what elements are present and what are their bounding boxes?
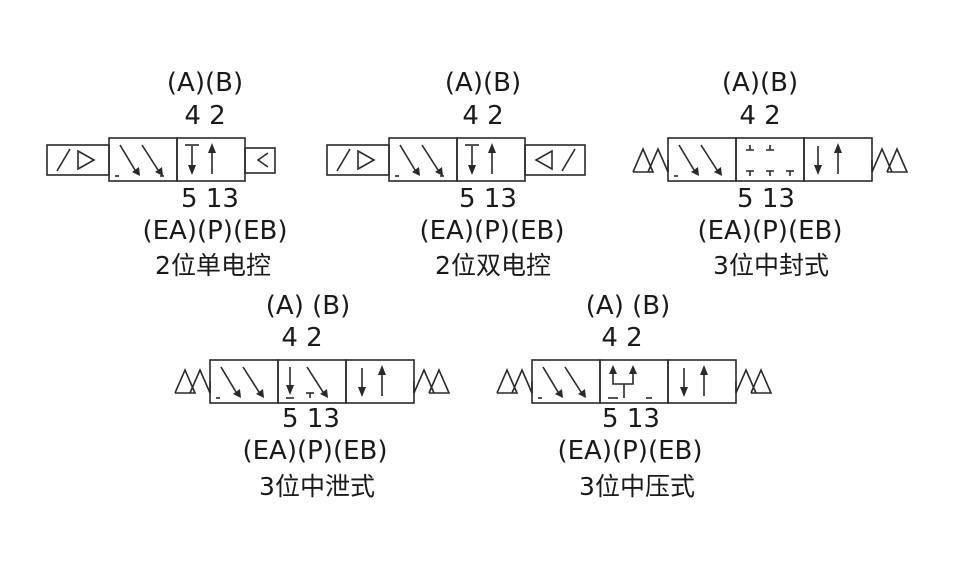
port-numbers-top: 4 2 bbox=[601, 323, 643, 353]
valve-type-name: 3位中压式 bbox=[579, 472, 695, 501]
port-labels-bottom: (EA)(P)(EB) bbox=[142, 216, 288, 246]
port-numbers-top: 4 2 bbox=[739, 101, 781, 131]
pilot-actuator bbox=[413, 367, 451, 394]
port-labels-top: (A) (B) bbox=[585, 291, 671, 321]
valve-type-name: 2位双电控 bbox=[435, 251, 551, 280]
valve-position-box bbox=[667, 359, 737, 404]
port-numbers-bottom: 5 13 bbox=[282, 404, 340, 434]
port-numbers-top: 4 2 bbox=[281, 323, 323, 353]
pilot-actuator bbox=[735, 367, 773, 394]
port-labels-top: (A)(B) bbox=[444, 68, 522, 98]
valve-position-box bbox=[531, 359, 601, 404]
port-labels-top: (A)(B) bbox=[166, 68, 244, 98]
port-numbers-bottom: 5 13 bbox=[737, 184, 795, 214]
port-numbers-bottom: 5 13 bbox=[602, 404, 660, 434]
valve-type-name: 3位中泄式 bbox=[259, 472, 375, 501]
valve-type-name: 3位中封式 bbox=[713, 251, 829, 280]
port-labels-bottom: (EA)(P)(EB) bbox=[557, 436, 703, 466]
spring-return bbox=[244, 147, 276, 174]
port-numbers-top: 4 2 bbox=[184, 101, 226, 131]
valve-type-name: 2位单电控 bbox=[155, 251, 271, 280]
port-labels-top: (A)(B) bbox=[721, 68, 799, 98]
solenoid-actuator bbox=[524, 144, 586, 176]
port-labels-bottom: (EA)(P)(EB) bbox=[697, 216, 843, 246]
port-numbers-top: 4 2 bbox=[462, 101, 504, 131]
valve-position-box bbox=[803, 137, 873, 182]
valve-position-box bbox=[599, 359, 669, 404]
port-numbers-bottom: 5 13 bbox=[181, 184, 239, 214]
pilot-actuator bbox=[871, 146, 909, 173]
port-labels-bottom: (EA)(P)(EB) bbox=[419, 216, 565, 246]
port-numbers-bottom: 5 13 bbox=[459, 184, 517, 214]
port-labels-bottom: (EA)(P)(EB) bbox=[242, 436, 388, 466]
pilot-actuator bbox=[496, 367, 533, 394]
port-labels-top: (A) (B) bbox=[265, 291, 351, 321]
